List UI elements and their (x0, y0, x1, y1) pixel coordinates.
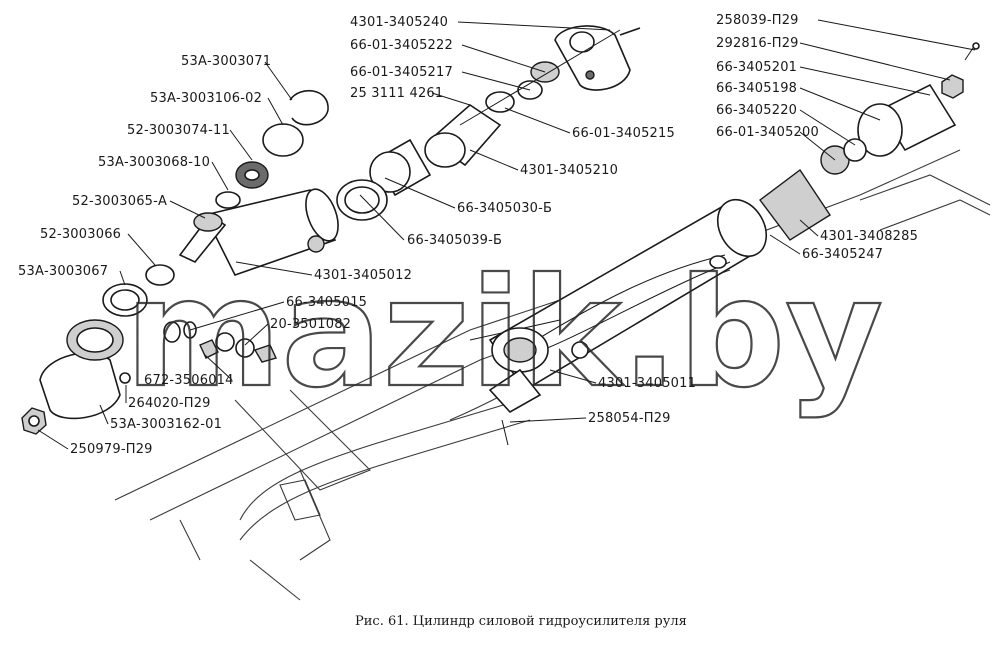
part-label: 66-01-3405200 (716, 125, 819, 140)
part-label: 66-3405198 (716, 81, 797, 96)
part-label: 66-01-3405222 (350, 38, 453, 53)
leader-lines (37, 19, 976, 450)
part-label: 258039-П29 (716, 13, 799, 28)
part-label: 292816-П29 (716, 36, 799, 51)
part-labels: 4301-3405240 66-01-3405222 66-01-3405217… (18, 13, 918, 457)
part-label: 20-3501082 (270, 317, 351, 332)
power-cylinder-main-body (469, 42, 980, 446)
part-label: 4301-3405012 (314, 268, 412, 283)
part-label: 53А-3003068-10 (98, 155, 210, 170)
cylinder-end-assembly-left (21, 89, 339, 435)
watermark-text: mazik.by (125, 247, 883, 421)
part-label: 66-3405220 (716, 103, 797, 118)
part-label: 52-3003066 (40, 227, 121, 242)
part-label: 66-3405039-Б (407, 233, 502, 248)
part-label: 66-01-3405217 (350, 65, 453, 80)
part-label: 66-3405030-Б (457, 201, 552, 216)
part-label: 53А-3003071 (181, 54, 271, 69)
part-label: 4301-3405210 (520, 163, 618, 178)
part-label: 258054-П29 (588, 411, 671, 426)
part-label: 53А-3003106-02 (150, 91, 262, 106)
part-label: 250979-П29 (70, 442, 153, 457)
part-label: 4301-3408285 (820, 229, 918, 244)
part-label: 53А-3003162-01 (110, 417, 222, 432)
part-label: 66-01-3405215 (572, 126, 675, 141)
part-label: 66-3405247 (802, 247, 883, 262)
part-label: 4301-3405011 (598, 376, 696, 391)
part-label: 52-3003074-11 (127, 123, 230, 138)
part-label: 264020-П29 (128, 396, 211, 411)
part-label: 672-3506014 (144, 373, 234, 388)
piston-rod-assembly (336, 25, 641, 221)
part-label: 52-3003065-А (72, 194, 167, 209)
part-label: 25 3111 4261 (350, 86, 443, 101)
figure-caption: Рис. 61. Цилиндр силовой гидроусилителя … (355, 614, 687, 629)
part-label: 66-3405201 (716, 60, 797, 75)
part-label: 53А-3003067 (18, 264, 108, 279)
part-label: 66-3405015 (286, 295, 367, 310)
part-label: 4301-3405240 (350, 15, 448, 30)
